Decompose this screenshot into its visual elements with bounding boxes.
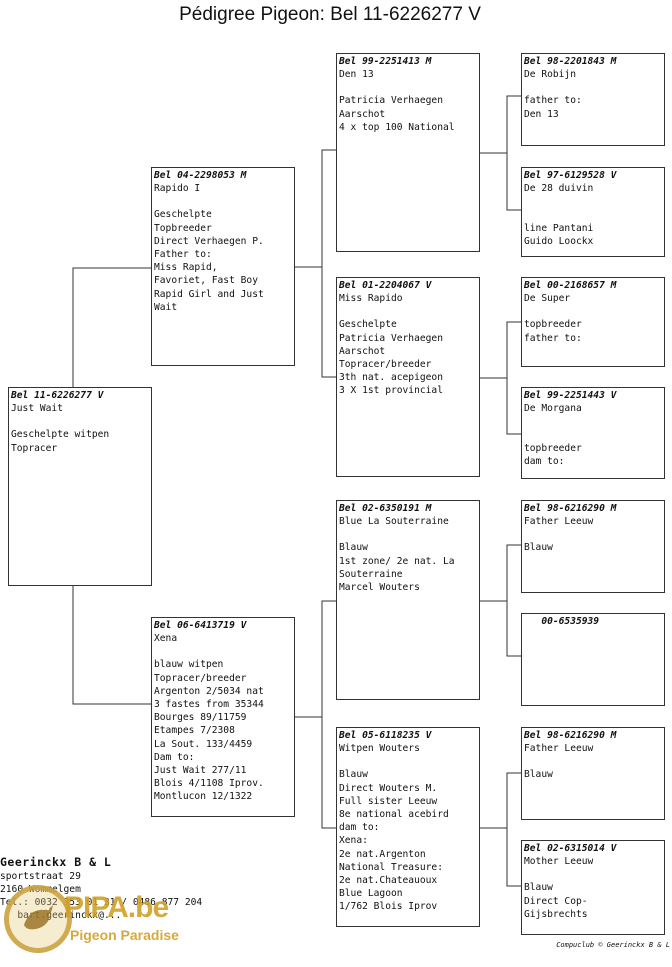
logo-brand: PIPA.be: [64, 891, 169, 924]
pigeon-info: Blauw 1st zone/ 2e nat. La Souterraine M…: [339, 542, 455, 594]
pigeon-info: Blauw Direct Cop- Gijsbrechts: [524, 882, 588, 920]
ring-number: Bel 04-2298053 M: [154, 170, 247, 181]
pigeon-card-sire-dam-sire: Bel 00-2168657 M De Super topbreeder fat…: [521, 277, 665, 367]
ring-number: Bel 02-6350191 M: [339, 503, 432, 514]
pigeon-name: De Super: [524, 293, 571, 305]
pigeon-card-sire-sire: Bel 99-2251413 M Den 13 Patricia Verhaeg…: [336, 53, 480, 252]
breeder-name: Geerinckx B & L: [0, 855, 112, 869]
pigeon-card-sire-dam-dam: Bel 99-2251443 V De Morgana topbreeder d…: [521, 387, 665, 479]
ring-number: Bel 99-2251443 V: [524, 390, 617, 401]
pigeon-card-dam: Bel 06-6413719 V Xena blauw witpen Topra…: [151, 617, 295, 817]
pigeon-name: Blue La Souterraine: [339, 516, 449, 528]
pigeon-info: Geschelpte Patricia Verhaegen Aarschot T…: [339, 319, 443, 397]
ring-number: Bel 01-2204067 V: [339, 280, 432, 291]
pigeon-card-dam-dam: Bel 05-6118235 V Witpen Wouters Blauw Di…: [336, 727, 480, 927]
ring-number: Bel 99-2251413 M: [339, 56, 432, 67]
pigeon-card-dam-sire-dam: 00-6535939: [521, 613, 665, 706]
pigeon-card-dam-dam-dam: Bel 02-6315014 V Mother Leeuw Blauw Dire…: [521, 840, 665, 935]
pigeon-info: Geschelpte witpen Topracer: [11, 429, 110, 454]
pigeon-icon: [24, 905, 53, 930]
ring-number: Bel 98-2201843 M: [524, 56, 617, 67]
ring-number: 00-6535939: [524, 616, 600, 627]
ring-number: Bel 05-6118235 V: [339, 730, 432, 741]
pigeon-info: topbreeder father to:: [524, 319, 582, 344]
footer-credit: Compuclub © Geerinckx B & L: [556, 941, 670, 949]
pigeon-info: father to: Den 13: [524, 95, 582, 120]
ring-number: Bel 97-6129528 V: [524, 170, 617, 181]
pigeon-card-sire-sire-dam: Bel 97-6129528 V De 28 duivin line Panta…: [521, 167, 665, 257]
logo-tagline: Pigeon Paradise: [70, 927, 179, 943]
pigeon-info: Patricia Verhaegen Aarschot 4 x top 100 …: [339, 95, 455, 133]
pigeon-card-sire: Bel 04-2298053 M Rapido I Geschelpte Top…: [151, 167, 295, 366]
pigeon-name: Den 13: [339, 69, 374, 81]
pigeon-name: Father Leeuw: [524, 743, 594, 755]
breeder-address-line: sportstraat 29: [0, 871, 81, 882]
pigeon-name: Miss Rapido: [339, 293, 403, 305]
pigeon-name: Mother Leeuw: [524, 856, 594, 868]
ring-number: Bel 98-6216290 M: [524, 503, 617, 514]
pigeon-name: Just Wait: [11, 403, 63, 415]
pigeon-card-sire-dam: Bel 01-2204067 V Miss Rapido Geschelpte …: [336, 277, 480, 477]
pigeon-name: De 28 duivin: [524, 183, 594, 195]
ring-number: Bel 98-6216290 M: [524, 730, 617, 741]
pigeon-name: Xena: [154, 633, 178, 645]
pigeon-card-dam-sire-sire: Bel 98-6216290 M Father Leeuw Blauw: [521, 500, 665, 593]
pigeon-card-subject: Bel 11-6226277 V Just Wait Geschelpte wi…: [8, 387, 152, 586]
pigeon-name: De Robijn: [524, 69, 576, 81]
ring-number: Bel 11-6226277 V: [11, 390, 104, 401]
pigeon-info: Blauw: [524, 769, 553, 781]
ring-number: Bel 06-6413719 V: [154, 620, 247, 631]
pigeon-card-sire-sire-sire: Bel 98-2201843 M De Robijn father to: De…: [521, 53, 665, 146]
pipa-logo: PIPA.be Pigeon Paradise: [4, 885, 204, 967]
page-title: Pédigree Pigeon: Bel 11-6226277 V: [179, 4, 481, 25]
ring-number: Bel 02-6315014 V: [524, 843, 617, 854]
pigeon-info: blauw witpen Topracer/breeder Argenton 2…: [154, 659, 264, 803]
pigeon-name: Witpen Wouters: [339, 743, 420, 755]
pigeon-name: Rapido I: [154, 183, 201, 195]
pigeon-info: topbreeder dam to:: [524, 442, 582, 467]
ring-number: Bel 00-2168657 M: [524, 280, 617, 291]
pigeon-name: Father Leeuw: [524, 516, 594, 528]
pigeon-info: Blauw: [524, 542, 553, 554]
pigeon-info: line Pantani Guido Loockx: [524, 222, 594, 248]
pigeon-info: Geschelpte Topbreeder Direct Verhaegen P…: [154, 209, 264, 313]
pigeon-card-dam-dam-sire: Bel 98-6216290 M Father Leeuw Blauw: [521, 727, 665, 820]
pigeon-name: De Morgana: [524, 403, 582, 415]
pigeon-card-dam-sire: Bel 02-6350191 M Blue La Souterraine Bla…: [336, 500, 480, 700]
pigeon-info: Blauw Direct Wouters M. Full sister Leeu…: [339, 769, 449, 913]
